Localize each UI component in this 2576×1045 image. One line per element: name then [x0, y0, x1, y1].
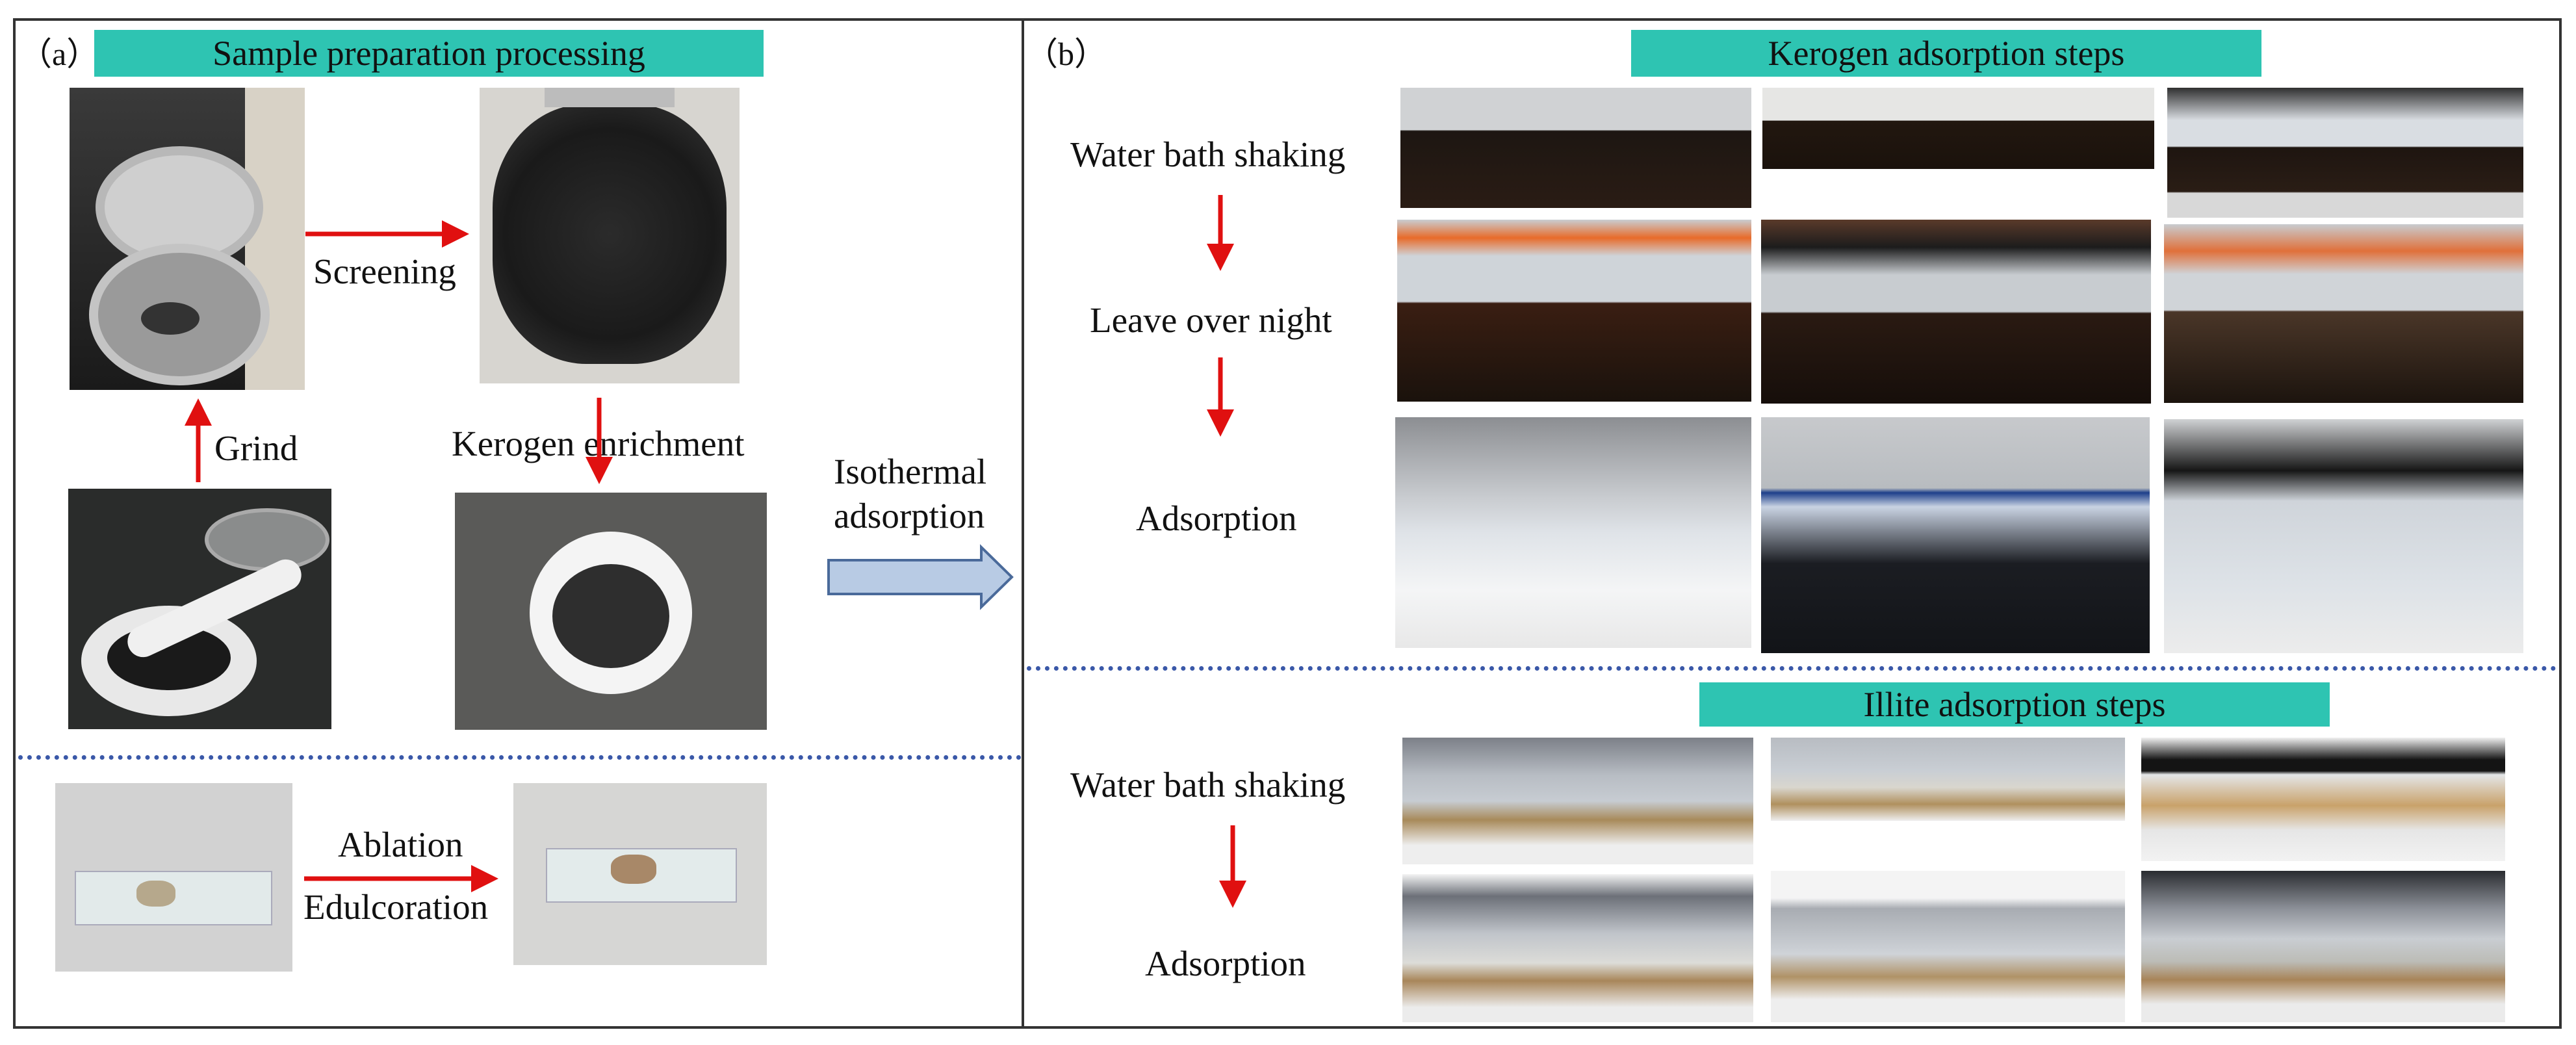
kerogen-adsorption-photo-1 [1395, 417, 1751, 648]
illite-water-bath-photo-3 [2141, 738, 2505, 861]
illite-steps-title: Illite adsorption steps [1699, 682, 2330, 727]
panel-a-divider [18, 755, 1022, 760]
kerogen-adsorption-photo-2 [1761, 417, 2150, 653]
kerogen-steps-title: Kerogen adsorption steps [1631, 30, 2261, 77]
kerogen-water-bath-photo-2 [1762, 88, 2154, 169]
kerogen-adsorption-photo-3 [2164, 419, 2523, 653]
slide-after-photo [513, 783, 767, 965]
connector-line2: adsorption [834, 496, 985, 535]
illite-adsorption-photo-1 [1402, 874, 1753, 1022]
kerogen-overnight-photo-2 [1761, 220, 2151, 404]
kerogen-water-bath-photo-1 [1400, 88, 1751, 208]
panel-a-label: （a） [19, 36, 99, 72]
connector-line1: Isothermal [834, 452, 987, 491]
mortar-photo [68, 489, 331, 729]
sieve-photo [70, 88, 305, 390]
slide-before-photo [55, 783, 292, 972]
kerogen-enrichment-photo [455, 493, 767, 730]
edulcoration-label: Edulcoration [303, 887, 489, 927]
illite-step-adsorption: Adsorption [1145, 944, 1306, 983]
ground-sample-photo [480, 88, 740, 383]
kerogen-overnight-photo-3 [2164, 224, 2523, 403]
panel-b-divider [1027, 666, 2557, 671]
illite-adsorption-photo-3 [2141, 871, 2505, 1022]
kerogen-water-bath-photo-3 [2167, 88, 2523, 218]
illite-water-bath-photo-1 [1402, 738, 1753, 864]
illite-water-bath-photo-2 [1771, 738, 2125, 821]
ablation-label: Ablation [338, 825, 463, 864]
panel-b-label: （b） [1025, 36, 1107, 72]
grind-label: Grind [214, 428, 298, 468]
kerogen-step-water-bath: Water bath shaking [1070, 135, 1346, 174]
kerogen-step-adsorption: Adsorption [1136, 498, 1297, 538]
panel-a-title: Sample preparation processing [94, 30, 764, 77]
isothermal-arrow [827, 544, 1014, 610]
illite-step-water-bath: Water bath shaking [1070, 765, 1346, 805]
kerogen-step-leave-overnight: Leave over night [1090, 300, 1332, 340]
screening-label: Screening [313, 252, 456, 291]
illite-adsorption-photo-2 [1771, 871, 2125, 1022]
kerogen-overnight-photo-1 [1397, 220, 1751, 402]
